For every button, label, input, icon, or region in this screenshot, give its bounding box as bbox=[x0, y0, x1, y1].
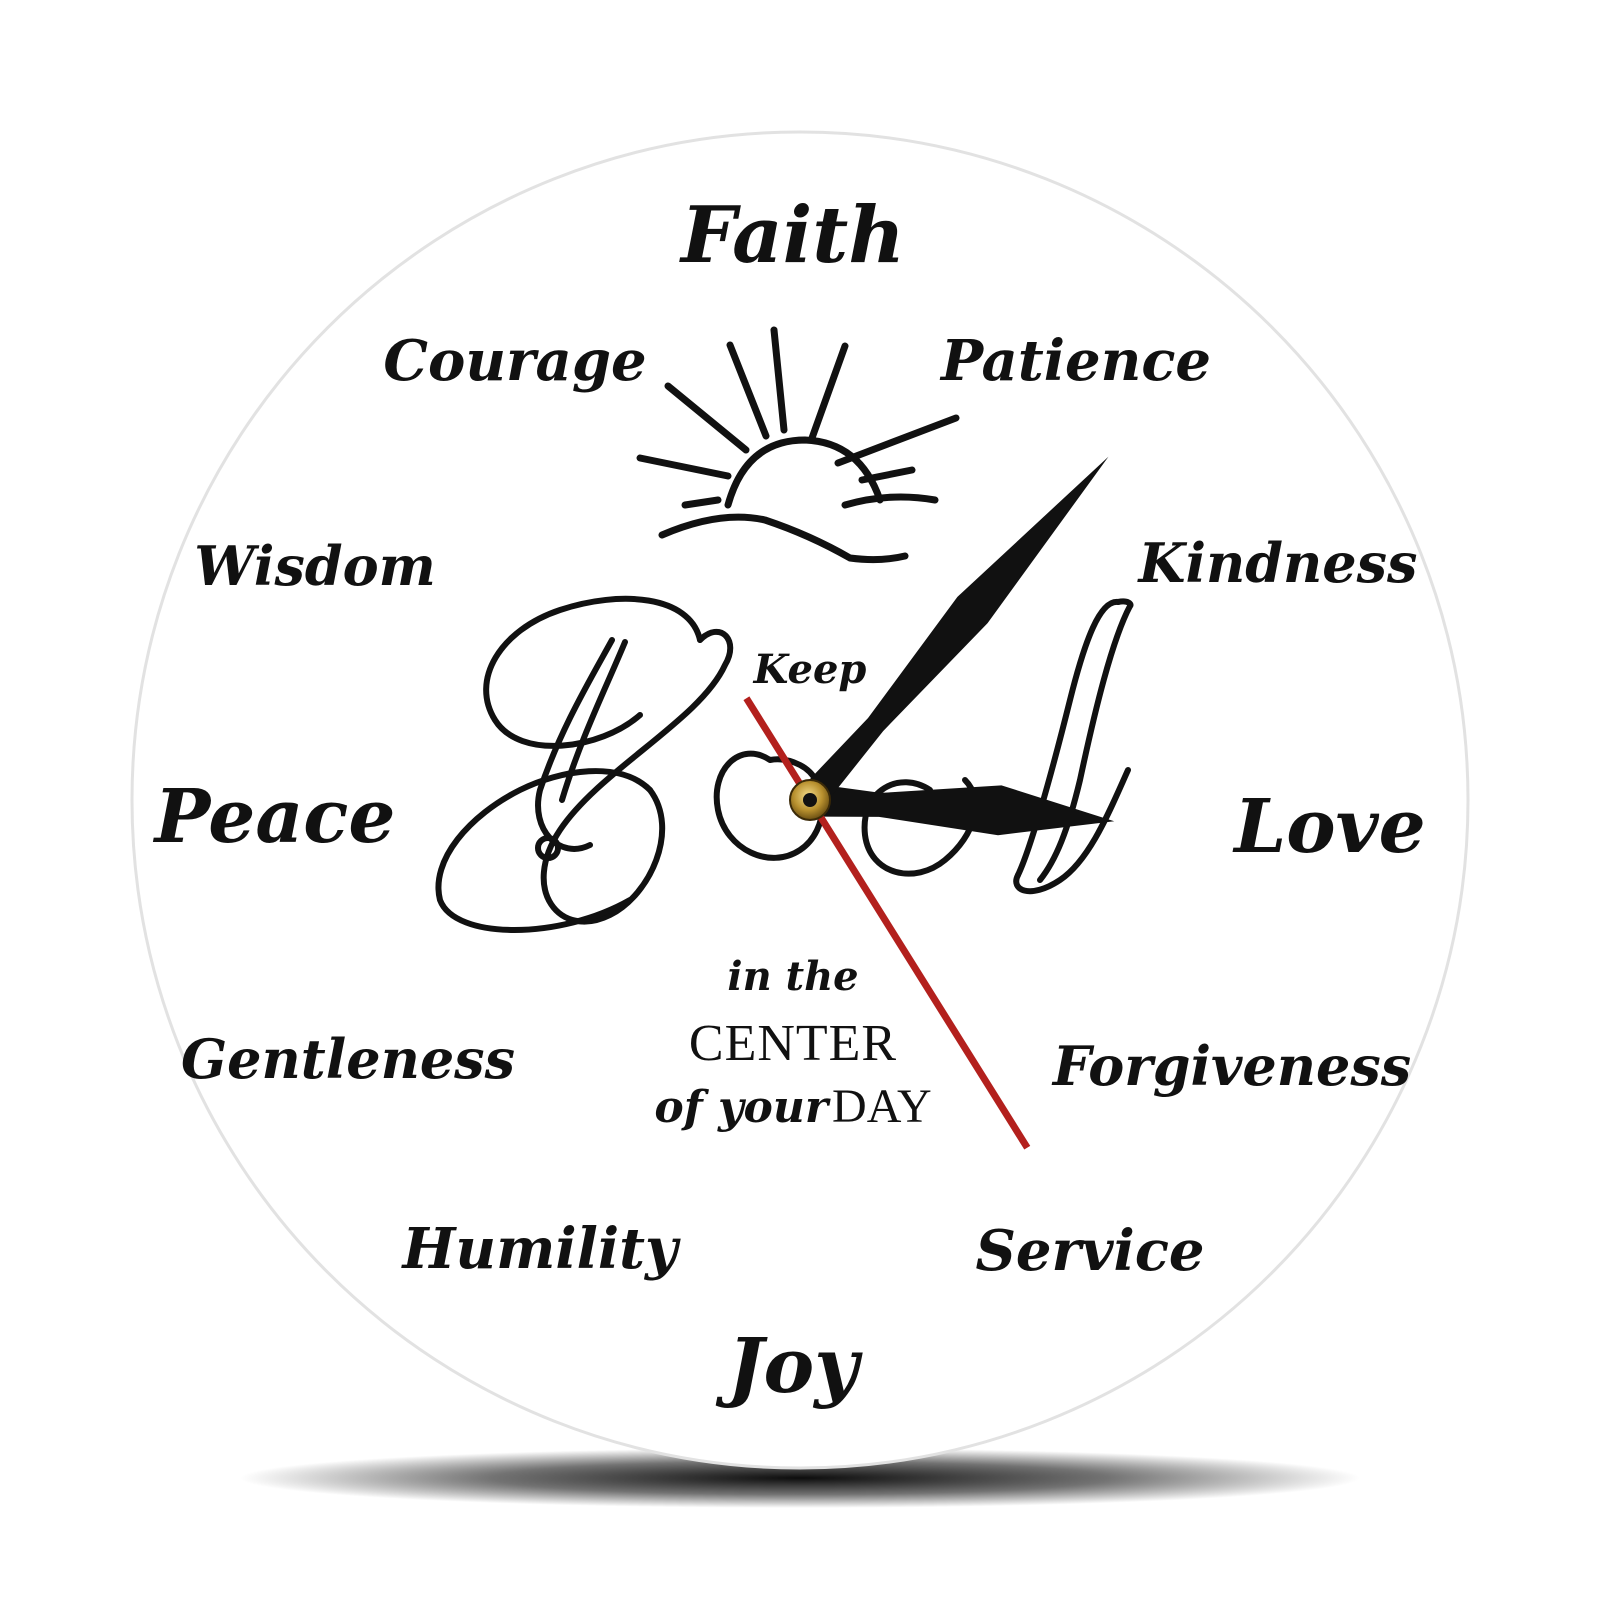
day-label: DAY bbox=[832, 1080, 932, 1133]
minute-hand bbox=[805, 456, 1109, 802]
center-label: CENTER bbox=[689, 1015, 897, 1072]
clock-shadow bbox=[240, 1448, 1360, 1508]
word-courage: Courage bbox=[383, 328, 646, 394]
hour-hand bbox=[810, 784, 1115, 836]
word-patience: Patience bbox=[939, 328, 1211, 394]
word-humility: Humility bbox=[400, 1216, 681, 1282]
word-wisdom: Wisdom bbox=[194, 534, 436, 598]
keep-label: Keep bbox=[753, 646, 867, 693]
word-kindness: Kindness bbox=[1137, 531, 1418, 595]
word-love: Love bbox=[1232, 784, 1425, 870]
sunrise-icon bbox=[636, 326, 960, 564]
of-your-label: of your bbox=[654, 1082, 830, 1133]
word-peace: Peace bbox=[153, 774, 396, 860]
clock-hub-cap bbox=[803, 793, 817, 807]
word-forgiveness: Forgiveness bbox=[1051, 1034, 1411, 1098]
word-faith: Faith bbox=[679, 190, 905, 281]
god-script-lettering bbox=[435, 595, 1134, 933]
word-gentleness: Gentleness bbox=[181, 1027, 515, 1091]
word-service: Service bbox=[975, 1218, 1204, 1284]
in-the-label: in the bbox=[727, 953, 858, 1000]
word-joy: Joy bbox=[716, 1321, 864, 1410]
of-your-day-label: of yourDAY bbox=[654, 1080, 931, 1133]
